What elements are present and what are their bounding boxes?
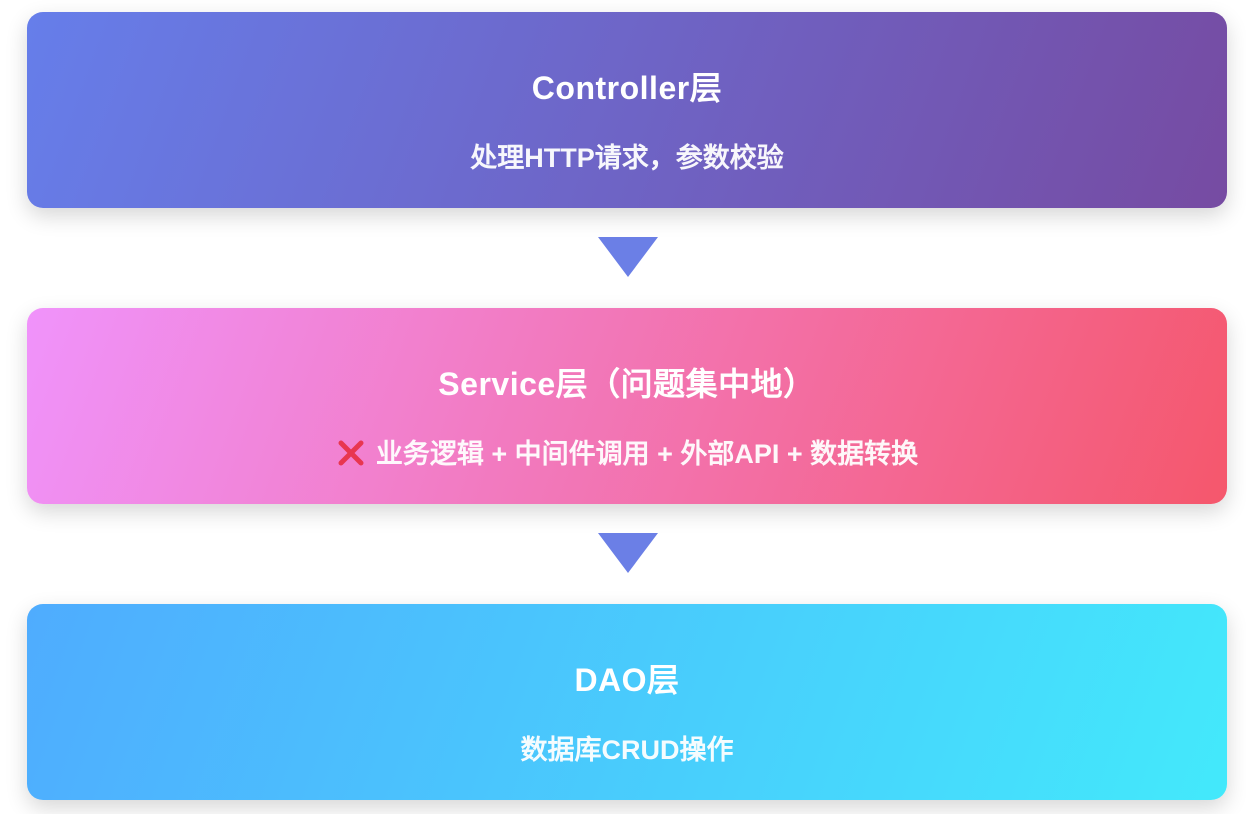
dao-layer-title: DAO层 xyxy=(574,662,680,698)
controller-layer-title: Controller层 xyxy=(531,70,723,106)
cross-mark-icon xyxy=(338,440,364,466)
service-layer-box: Service层（问题集中地） 业务逻辑 + 中间件调用 + 外部API + 数… xyxy=(27,308,1227,504)
service-layer-title: Service层（问题集中地） xyxy=(438,366,816,402)
service-layer-description-row: 业务逻辑 + 中间件调用 + 外部API + 数据转换 xyxy=(27,436,1227,472)
down-arrow-icon xyxy=(598,533,658,573)
service-layer-description: 业务逻辑 + 中间件调用 + 外部API + 数据转换 xyxy=(375,439,919,469)
down-arrow-icon xyxy=(598,237,658,277)
controller-layer-description: 处理HTTP请求，参数校验 xyxy=(470,143,784,173)
dao-layer-description: 数据库CRUD操作 xyxy=(520,735,734,765)
controller-layer-box: Controller层 处理HTTP请求，参数校验 xyxy=(27,12,1227,208)
dao-layer-box: DAO层 数据库CRUD操作 xyxy=(27,604,1227,800)
